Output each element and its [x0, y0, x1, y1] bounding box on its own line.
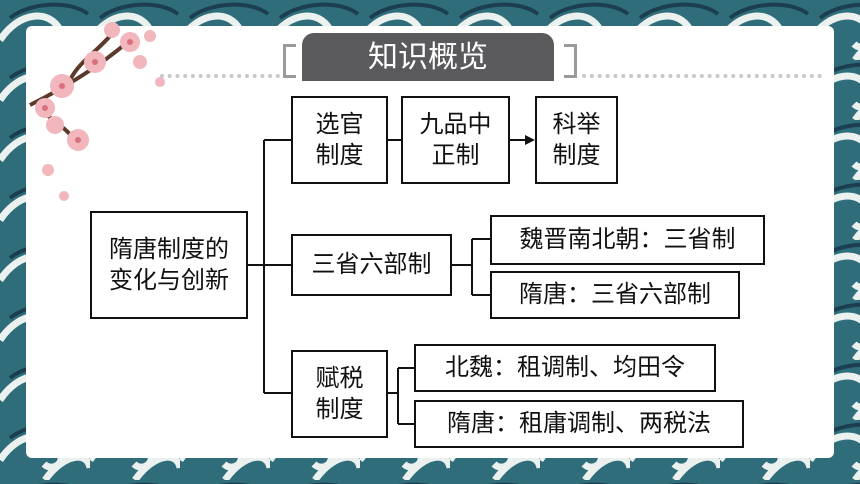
- node-nine-rank-system: 九品中正制: [401, 96, 510, 184]
- node-three-departments: 三省六部制: [291, 234, 452, 296]
- page-title: 知识概览: [302, 33, 554, 81]
- node-wei-jin-three-departments: 魏晋南北朝：三省制: [490, 215, 765, 265]
- node-sui-tang-tax: 隋唐：租庸调制、两税法: [414, 400, 744, 448]
- title-dotted-rule-left: [160, 74, 280, 78]
- title-bracket-left: [283, 44, 296, 78]
- node-northern-wei-tax: 北魏：租调制、均田令: [414, 344, 716, 392]
- title-bracket-right: [564, 44, 577, 78]
- title-dotted-rule-right: [582, 74, 822, 78]
- node-selection-system: 选官制度: [291, 96, 388, 184]
- node-imperial-exam: 科举制度: [535, 96, 618, 184]
- cherry-blossom-decoration: [29, 22, 165, 201]
- arrow-head: [525, 135, 535, 145]
- node-tax-system: 赋税制度: [291, 350, 388, 438]
- node-sui-tang-three-departments: 隋唐：三省六部制: [490, 271, 740, 319]
- root-node: 隋唐制度的变化与创新: [90, 211, 248, 319]
